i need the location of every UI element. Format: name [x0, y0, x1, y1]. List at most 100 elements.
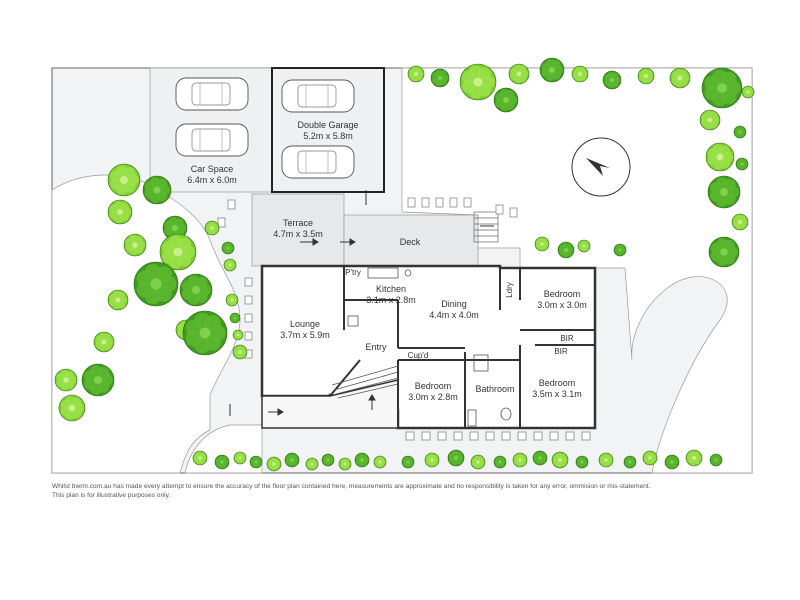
entry-stairs [331, 365, 399, 399]
car-icon [175, 77, 249, 111]
shrub-icon [142, 175, 172, 205]
shrub-icon [204, 220, 220, 236]
shrub-icon [133, 261, 179, 307]
bedroom-2-dims: 3.0m x 2.8m [408, 392, 458, 402]
shrub-icon [424, 452, 440, 468]
shrub-icon [708, 236, 740, 268]
shrub-icon [557, 241, 575, 259]
car-space-label: Car Space [191, 164, 234, 174]
shrub-icon [571, 65, 589, 83]
shrub-icon [735, 157, 749, 171]
disclaimer: Whilst bwrm.com.au has made every attemp… [52, 482, 752, 500]
deck-label: Deck [400, 237, 421, 247]
shrub-icon [107, 163, 141, 197]
shrub-icon [232, 344, 248, 360]
car-icon [281, 145, 355, 179]
shrub-icon [459, 63, 497, 101]
shrub-icon [532, 450, 548, 466]
shrub-icon [107, 289, 129, 311]
shrub-icon [623, 455, 637, 469]
shrub-icon [233, 451, 247, 465]
shrub-icon [221, 241, 235, 255]
internal-walls [329, 266, 595, 428]
ptry-label: P'try [345, 268, 361, 277]
shrub-icon [182, 310, 228, 356]
shrub-icon [123, 233, 147, 257]
kitchen-label: Kitchen [376, 284, 406, 294]
dining-dims: 4.4m x 4.0m [429, 310, 479, 320]
shrub-icon [229, 312, 241, 324]
shrub-icon [709, 453, 723, 467]
shrub-icon [354, 452, 370, 468]
shrub-icon [214, 454, 230, 470]
shrub-icon [447, 449, 465, 467]
shrub-icon [225, 293, 239, 307]
garden-lawn [401, 67, 753, 474]
shrub-icon [305, 457, 319, 471]
direction-arrows [229, 190, 494, 416]
shrub-icon [539, 57, 565, 83]
kitchen-dims: 3.1m x 2.8m [366, 295, 416, 305]
shrub-icon [493, 455, 507, 469]
car-icon [281, 79, 355, 113]
shrub-icon [470, 454, 486, 470]
shrub-icon [512, 452, 528, 468]
shrub-icon [602, 70, 622, 90]
car-space-dims: 6.4m x 6.0m [187, 175, 237, 185]
shrub-icon [731, 213, 749, 231]
bedroom-1-label: Bedroom [544, 289, 581, 299]
deck-steps [473, 211, 499, 243]
disclaimer-line-2: This plan is for illustrative purposes o… [52, 492, 171, 499]
ldry-label: Ldry [505, 282, 514, 298]
shrub-icon [249, 455, 263, 469]
shrub-icon [577, 239, 591, 253]
shrub-icon [321, 453, 335, 467]
double-garage-dims: 5.2m x 5.8m [303, 131, 353, 141]
deck-area [343, 214, 479, 268]
shrub-icon [741, 85, 755, 99]
bir-1-label: BIR [560, 334, 574, 343]
lounge-label: Lounge [290, 319, 320, 329]
shrub-icon [685, 449, 703, 467]
shrub-icon [401, 455, 415, 469]
shrub-icon [701, 67, 743, 109]
shrub-icon [159, 233, 197, 271]
shrub-icon [179, 273, 213, 307]
shrub-icon [192, 450, 208, 466]
shrub-icon [598, 452, 614, 468]
terrace-area [251, 193, 345, 267]
shrub-icon [664, 454, 680, 470]
bathroom-label: Bathroom [475, 384, 514, 394]
bedroom-1-dims: 3.0m x 3.0m [537, 300, 587, 310]
shrub-icon [705, 142, 735, 172]
shrub-icon [637, 67, 655, 85]
bedroom-3-dims: 3.5m x 3.1m [532, 389, 582, 399]
terrace-label: Terrace [283, 218, 313, 228]
stepping-stones [217, 197, 591, 441]
shrub-icon [642, 450, 658, 466]
shrub-icon [534, 236, 550, 252]
shrub-icon [575, 455, 589, 469]
shrub-icon [58, 394, 86, 422]
shrub-icon [669, 67, 691, 89]
bedroom-3-label: Bedroom [539, 378, 576, 388]
bir-2-label: BIR [554, 347, 568, 356]
shrub-icon [338, 457, 352, 471]
shrub-icon [266, 456, 282, 472]
shrub-icon [54, 368, 78, 392]
cupd-label: Cup'd [408, 351, 429, 360]
shrub-icon [493, 87, 519, 113]
shrub-icon [223, 258, 237, 272]
shrub-icon [699, 109, 721, 131]
bedroom-2-label: Bedroom [415, 381, 452, 391]
shrub-icon [93, 331, 115, 353]
landscaping-plants [54, 57, 755, 472]
north-compass [571, 137, 631, 197]
shrub-icon [613, 243, 627, 257]
shrub-icon [373, 455, 387, 469]
shrub-icon [551, 451, 569, 469]
car-icon [175, 123, 249, 157]
shrub-icon [508, 63, 530, 85]
shrub-icon [284, 452, 300, 468]
